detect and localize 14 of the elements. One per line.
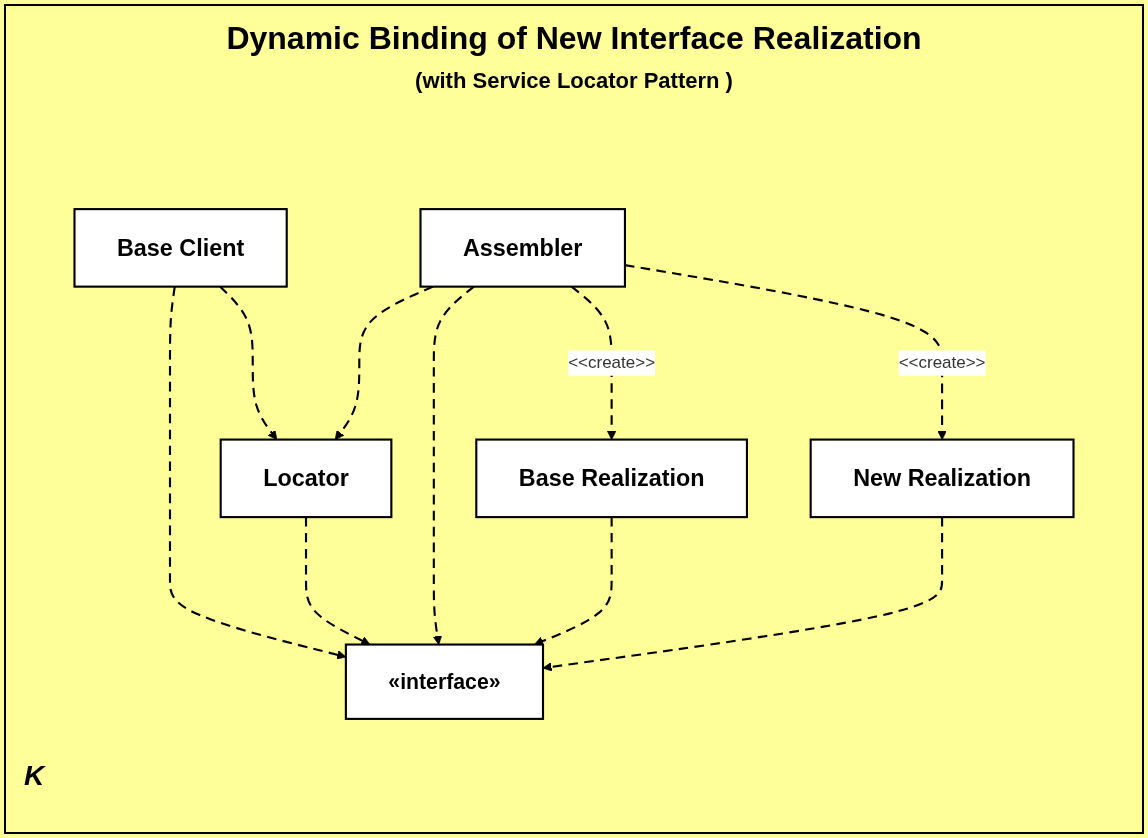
node-box: Base Realization <box>475 438 748 519</box>
node-box: Base Client <box>73 208 288 288</box>
edge-label: <<create>> <box>568 353 656 372</box>
node-box: Locator <box>219 438 393 519</box>
node-box: «interface» <box>344 643 545 720</box>
arrow <box>534 517 613 646</box>
diagram-subtitle: (with Service Locator Pattern ) <box>415 68 733 93</box>
arrow <box>624 264 947 440</box>
diagram-title: Dynamic Binding of New Interface Realization <box>226 20 922 57</box>
edge-label: <<create>> <box>898 353 986 372</box>
node-box: Assembler <box>419 208 626 288</box>
arrow <box>304 517 371 645</box>
node-box: New Realization <box>809 438 1075 519</box>
corner-label: K <box>24 760 45 791</box>
